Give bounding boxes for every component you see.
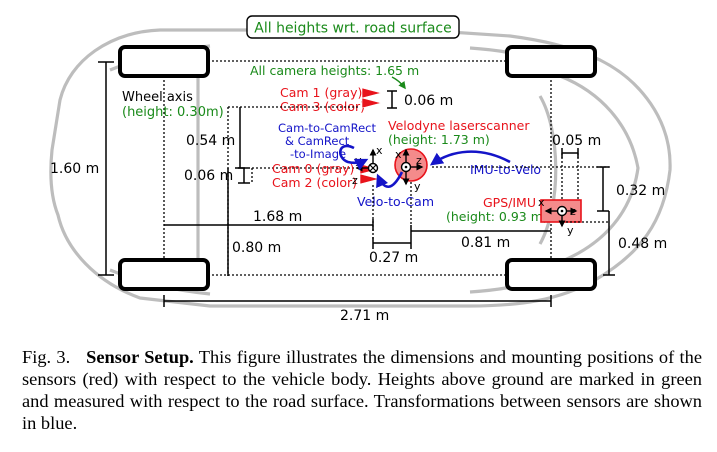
- cam-to-camrect-label-3: -to-Image: [290, 147, 346, 161]
- header-label: All heights wrt. road surface: [254, 21, 451, 37]
- cam1-icon: [361, 87, 383, 99]
- figure-caption: Fig. 3. Sensor Setup. This figure illust…: [22, 346, 702, 434]
- wheel-axes: [163, 60, 552, 276]
- dimension-081: [410, 225, 551, 237]
- cam-to-camrect-arrow: [339, 144, 369, 171]
- cam-to-camrect-label-1: Cam-to-CamRect: [278, 121, 376, 135]
- len-080-label: 0.80 m: [232, 240, 281, 256]
- velo-axis-x: x: [395, 148, 402, 161]
- imu-frame: x z y: [538, 196, 578, 237]
- cam-axis-z: z: [352, 174, 358, 187]
- imu-to-velo-arrow: [429, 150, 511, 166]
- velodyne-height: (height: 1.73 m): [388, 132, 490, 147]
- wheel-front-left: [118, 45, 210, 78]
- cam3-icon: [361, 97, 383, 109]
- velo-frame: x z y: [395, 148, 424, 193]
- caption-prefix: Fig. 3.: [22, 347, 71, 367]
- velodyne-icon: [394, 148, 428, 182]
- dimension-160: [98, 61, 114, 276]
- wheel-axis-height: (height: 0.30m): [122, 105, 224, 120]
- len-081-label: 0.81 m: [461, 235, 510, 251]
- caption-body: This figure illustrates the dimensions a…: [22, 347, 703, 433]
- gap-006-left-label: 0.06 m: [184, 168, 233, 184]
- right-reference-lines: [432, 153, 610, 223]
- cam1-label: Cam 1 (gray): [280, 85, 362, 100]
- velodyne-label: Velodyne laserscanner: [388, 118, 530, 133]
- imu-axis-y: y: [567, 224, 574, 237]
- all-camera-heights: All camera heights: 1.65 m: [250, 63, 419, 78]
- dimension-005: [561, 148, 579, 158]
- wheel-rear-left: [118, 258, 210, 291]
- dimension-027: [372, 237, 412, 249]
- wheel-rear-right: [505, 258, 597, 291]
- wheel-axis-label: Wheel axis: [122, 90, 193, 105]
- velo-axis-y: y: [414, 180, 421, 193]
- gps-imu-height: (height: 0.93 m): [446, 209, 548, 224]
- cam2-icon: [359, 173, 381, 185]
- gps-imu-label: GPS/IMU: [483, 195, 536, 210]
- caption-title: Sensor Setup.: [86, 347, 194, 367]
- cam-axis-x: x: [376, 144, 383, 157]
- dimension-160-label: 1.60 m: [50, 161, 99, 177]
- velo-to-cam-arrow: [376, 171, 404, 189]
- cam2-label: Cam 2 (color): [272, 175, 357, 190]
- gap-006-cam: 0.06 m: [404, 93, 453, 109]
- cam-to-camrect-label-2: & CamRect: [285, 134, 350, 148]
- dimension-006-left: [238, 167, 250, 184]
- imu-axis-x: x: [538, 196, 545, 209]
- header-badge: All heights wrt. road surface: [246, 15, 460, 39]
- velo-axis-z: z: [416, 154, 422, 167]
- gap-005-label: 0.05 m: [552, 133, 601, 149]
- cam0-label: Cam 0 (gray): [272, 161, 354, 176]
- len-027-label: 0.27 m: [369, 250, 418, 266]
- imu-to-velo-label: IMU-to-Velo: [470, 162, 541, 177]
- cam-spacing-bracket: [387, 90, 397, 109]
- velo-to-cam-label: Velo-to-Cam: [357, 194, 434, 209]
- gap-032-label: 0.32 m: [616, 183, 665, 199]
- gap-048-label: 0.48 m: [618, 236, 667, 252]
- cam3-label: Cam 3 (color): [280, 99, 365, 114]
- camera-heights-arrow: [391, 76, 406, 90]
- dimension-032: [597, 166, 609, 212]
- imu-axis-z: z: [570, 205, 576, 218]
- cam-axis-y: y: [355, 154, 362, 167]
- wheel-front-right: [505, 45, 597, 78]
- gap-054-label: 0.54 m: [186, 133, 235, 149]
- dimension-048: [603, 211, 615, 276]
- len-271-label: 2.71 m: [340, 308, 389, 324]
- sensor-setup-diagram: All heights wrt. road surface Wheel axis…: [49, 15, 672, 324]
- dimension-054: [235, 107, 245, 169]
- dimension-271: [163, 295, 552, 307]
- len-168-label: 1.68 m: [253, 209, 302, 225]
